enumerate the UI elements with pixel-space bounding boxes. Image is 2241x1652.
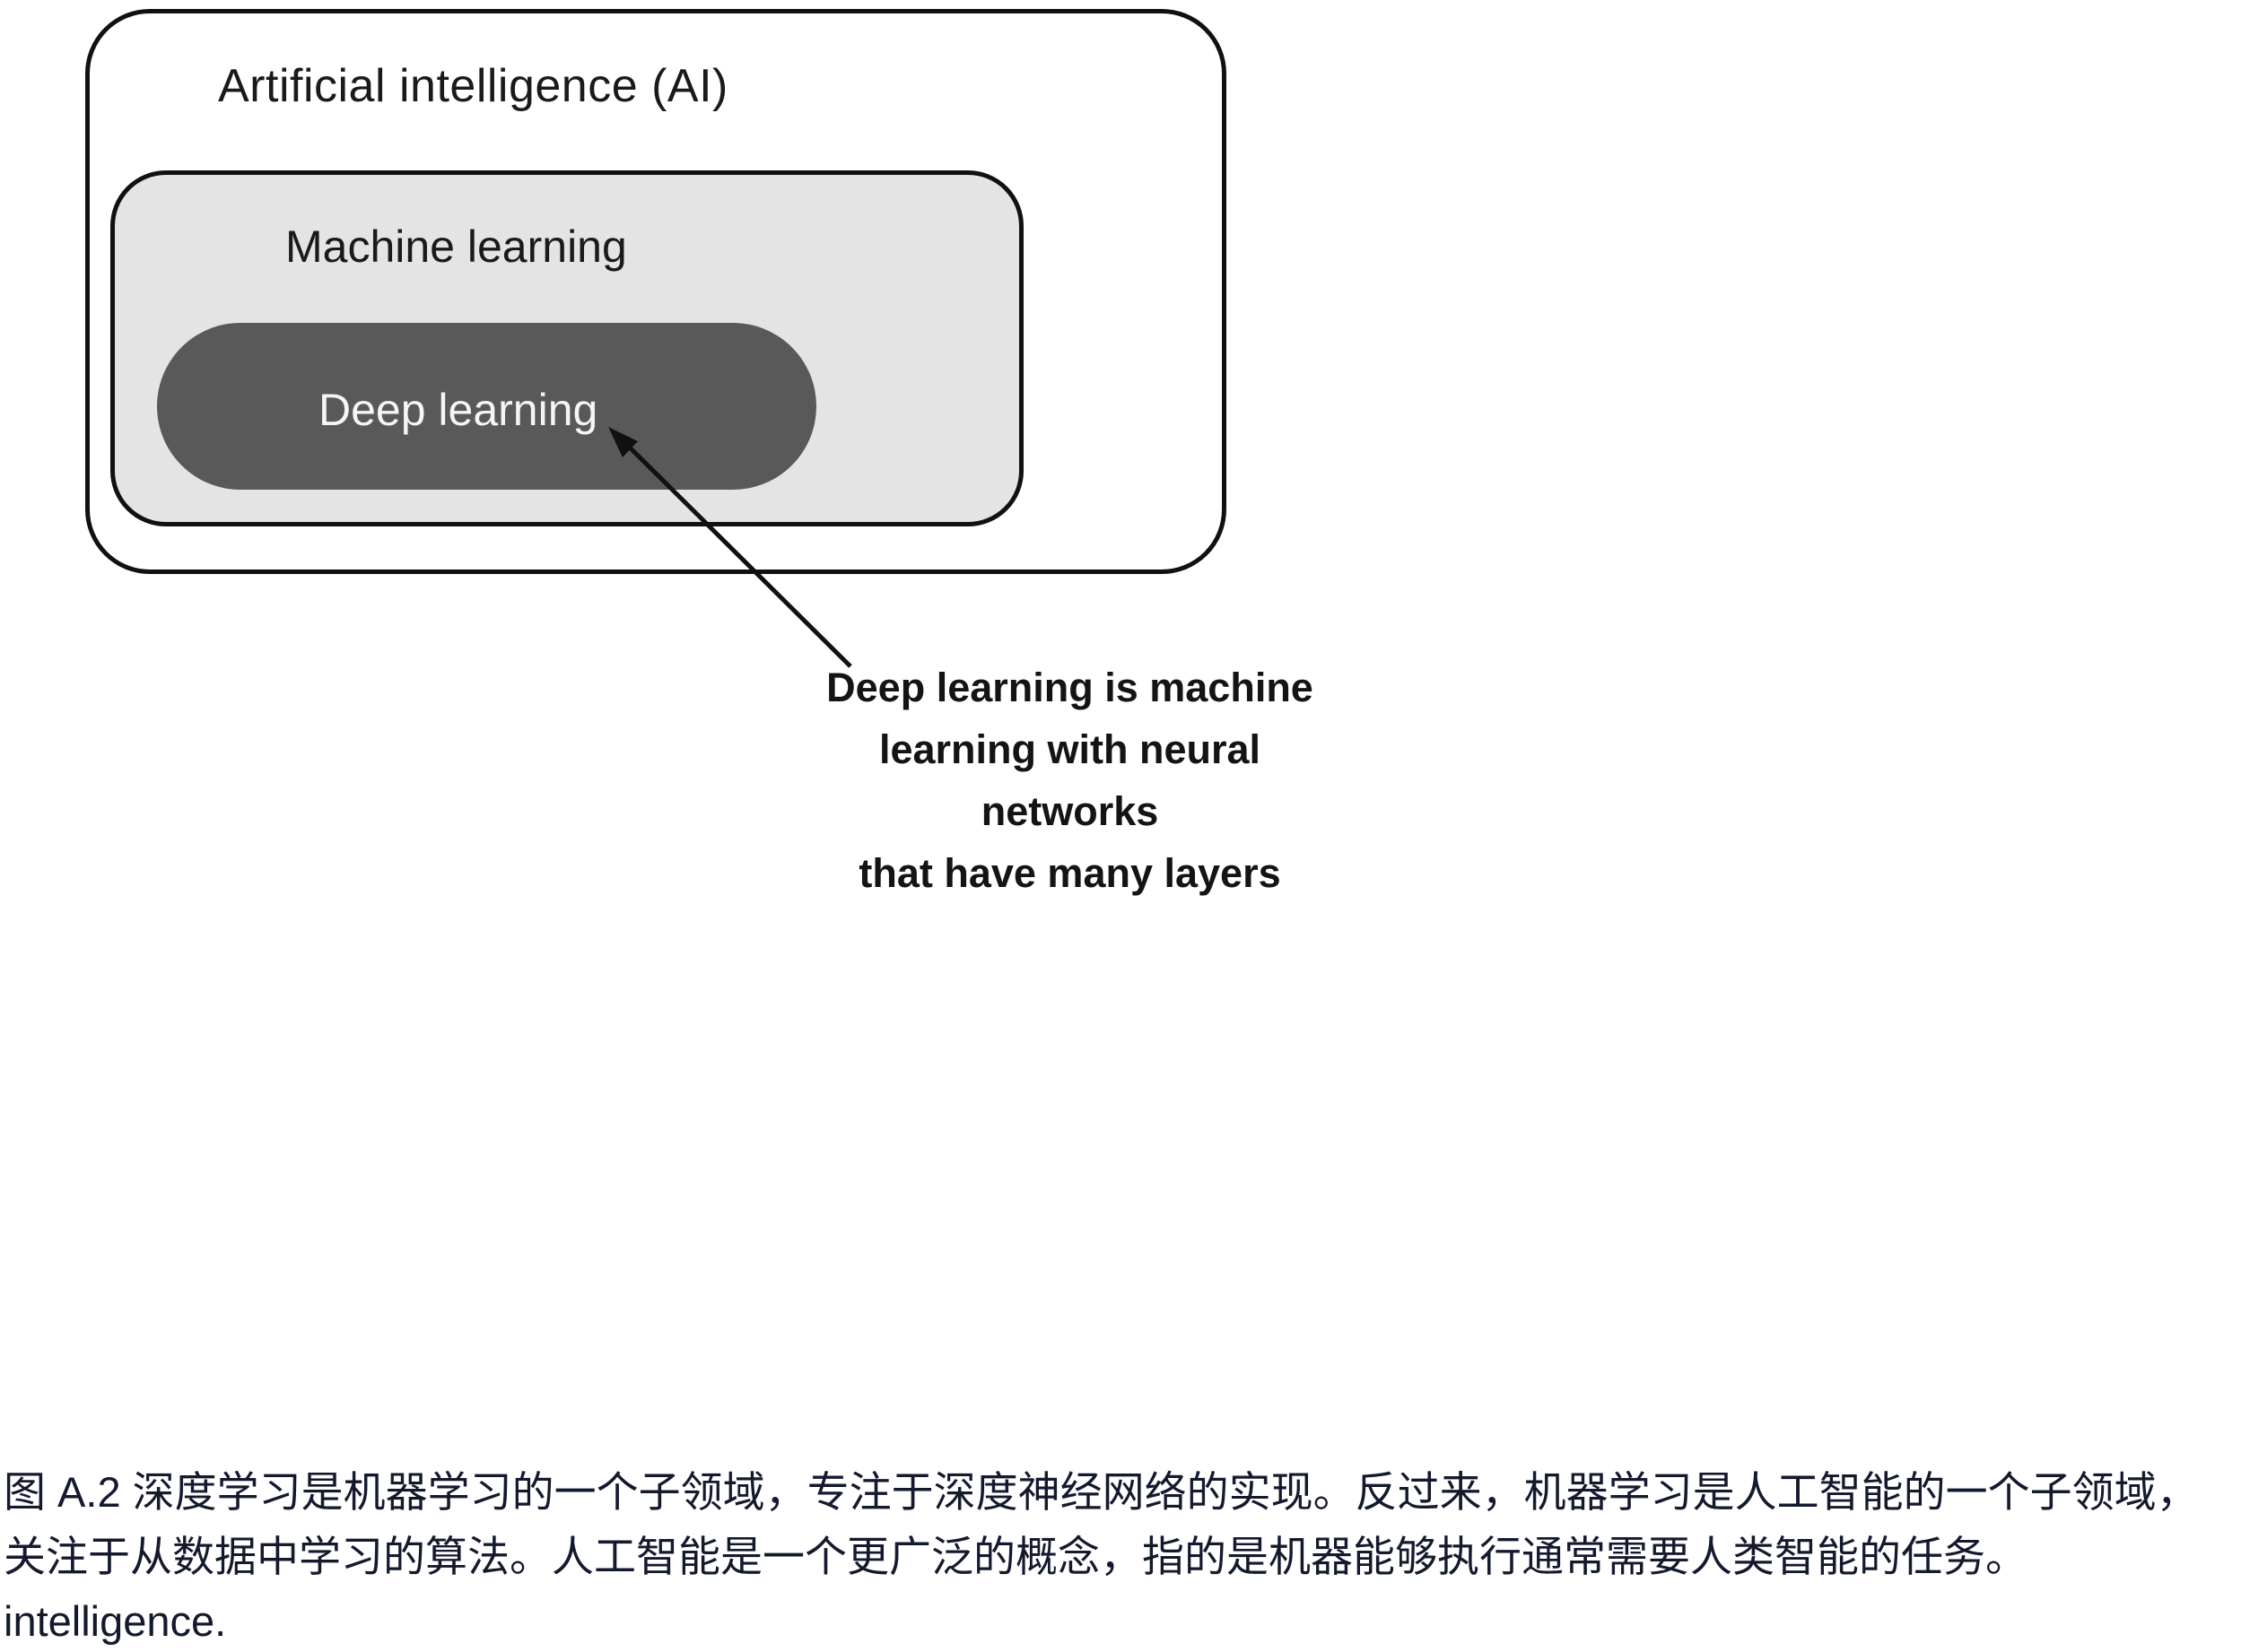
annotation-line-1: Deep learning is machine: [826, 665, 1313, 710]
annotation-line-3: that have many layers: [859, 850, 1281, 896]
deep-learning-label: Deep learning: [318, 385, 598, 435]
artificial-intelligence-label: Artificial intelligence (AI): [218, 60, 728, 112]
figure-caption: 图 A.2 深度学习是机器学习的一个子领域，专注于深度神经网络的实现。反过来，机…: [4, 1468, 2199, 1645]
annotation-text: Deep learning is machine learning with n…: [789, 656, 1350, 904]
machine-learning-label: Machine learning: [285, 222, 627, 272]
annotation-line-2: learning with neural networks: [878, 726, 1261, 834]
